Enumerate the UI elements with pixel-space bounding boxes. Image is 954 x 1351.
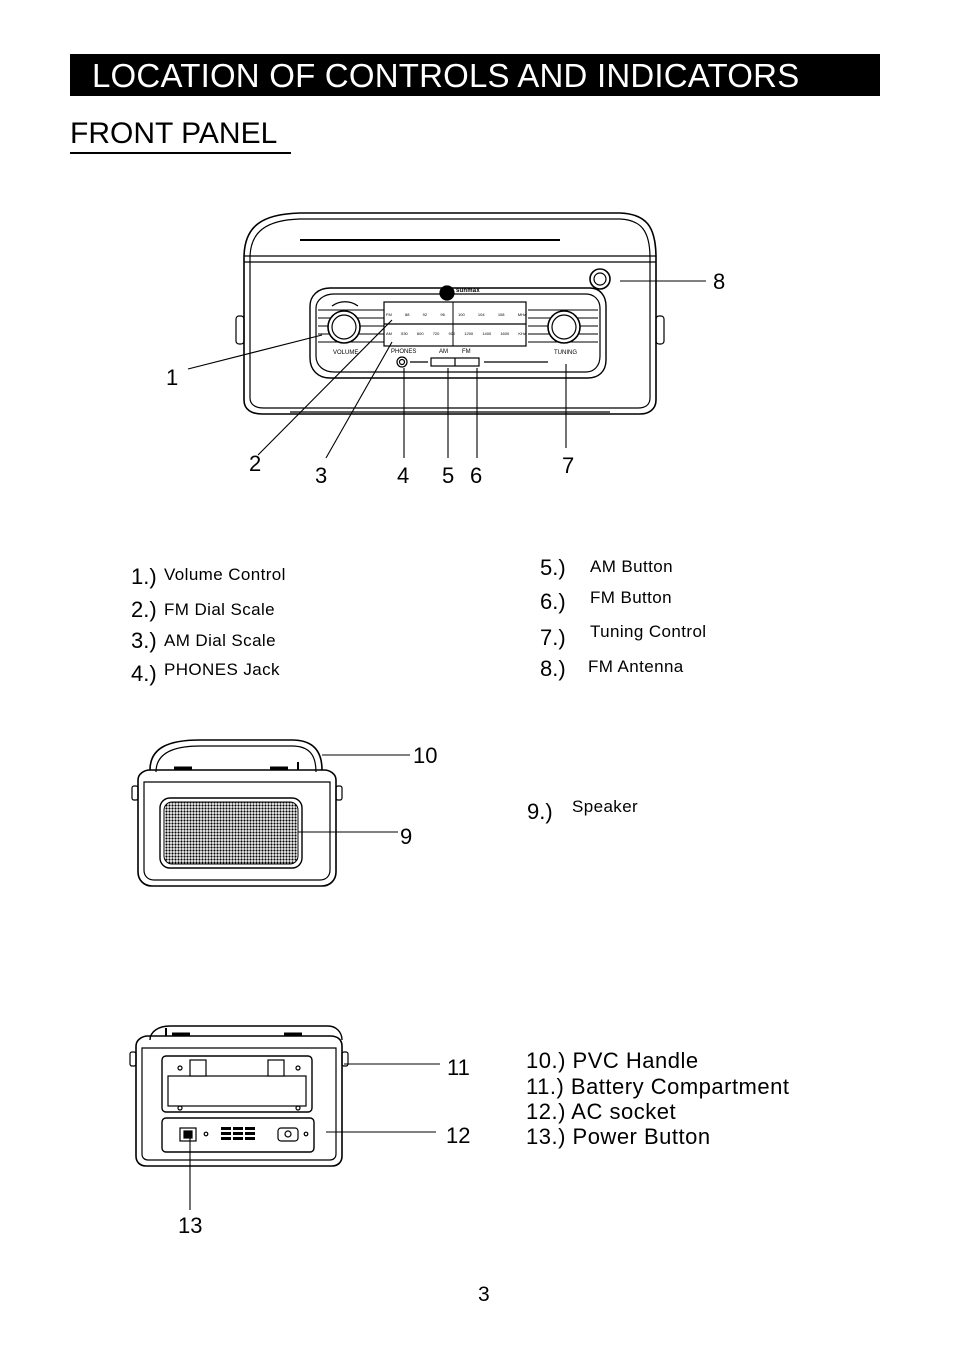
am-scale-tick: 1600 [500,331,510,336]
am-scale-tick: 900 [448,331,456,336]
page-number: 3 [478,1283,490,1306]
page-title: LOCATION OF CONTROLS AND INDICATORS [92,57,800,94]
legend-num: 8.) [540,656,566,681]
legend-label: FM Dial Scale [164,600,276,619]
legend-label: Volume Control [164,565,286,584]
legend-label: FM Button [590,588,673,607]
am-scale-tick: KHz [518,331,526,336]
title-bar: LOCATION OF CONTROLS AND INDICATORS [70,54,880,96]
callout-6: 6 [470,463,483,488]
callout-12: 12 [446,1123,471,1148]
rear-legend-item: 11.) Battery Compartment [526,1074,790,1099]
am-scale-tick: 1400 [482,331,492,336]
callout-9: 9 [400,824,413,849]
callout-11: 11 [447,1055,470,1080]
callout-3: 3 [315,463,328,488]
section-title: FRONT PANEL [70,116,292,154]
legend-label: AM Dial Scale [164,631,276,650]
fm-scale-tick: MHz [517,312,526,317]
am-scale-tick: AM [386,331,392,336]
fm-scale: FM 88 92 96 100 104 108 MHz [386,312,526,317]
callout-8: 8 [713,269,726,294]
callout-5: 5 [442,463,455,488]
fm-scale-tick: 88 [405,312,410,317]
legend-label: AM Button [590,557,673,576]
brand-logo-text: sunmax [456,288,480,294]
rear-legend-item: 10.) PVC Handle [526,1048,699,1073]
legend-num: 1.) [131,564,157,589]
fm-scale-tick: 108 [497,312,505,317]
legend-num: 9.) [527,799,553,824]
legend-num: 4.) [131,661,157,686]
callout-4: 4 [397,463,410,488]
callout-2: 2 [249,451,262,476]
legend-label: PHONES Jack [164,660,280,679]
legend-label: FM Antenna [588,657,684,676]
am-scale-tick: 720 [432,331,440,336]
am-scale-tick: 600 [416,331,424,336]
fm-scale-tick: 92 [422,312,428,317]
rear-legend-item: 13.) Power Button [526,1124,711,1149]
am-scale-tick: 530 [401,331,408,336]
legend-label: Tuning Control [590,622,707,641]
callout-7: 7 [562,453,575,478]
tuning-label: TUNING [554,350,577,356]
am-button-label: AM [439,349,448,355]
fm-scale-tick: 96 [440,312,445,317]
am-scale: AM 530 600 720 900 1200 1400 1600 KHz [386,331,526,336]
legend-num: 2.) [131,597,157,622]
legend-num: 7.) [540,625,566,650]
phones-label: PHONES [391,349,417,355]
legend-num: 6.) [540,589,566,614]
fm-scale-tick: FM [386,312,392,317]
fm-scale-tick: 100 [458,312,465,317]
callout-1: 1 [166,365,179,390]
legend-num: 3.) [131,628,157,653]
legend-num: 5.) [540,555,566,580]
rear-legend-item: 12.) AC socket [526,1099,677,1124]
callout-13: 13 [178,1213,203,1238]
volume-label: VOLUME [333,350,359,356]
fm-scale-tick: 104 [477,312,485,317]
legend-label: Speaker [572,797,639,816]
am-scale-tick: 1200 [464,331,474,336]
fm-button-label: FM [462,349,471,355]
callout-10: 10 [413,743,438,768]
